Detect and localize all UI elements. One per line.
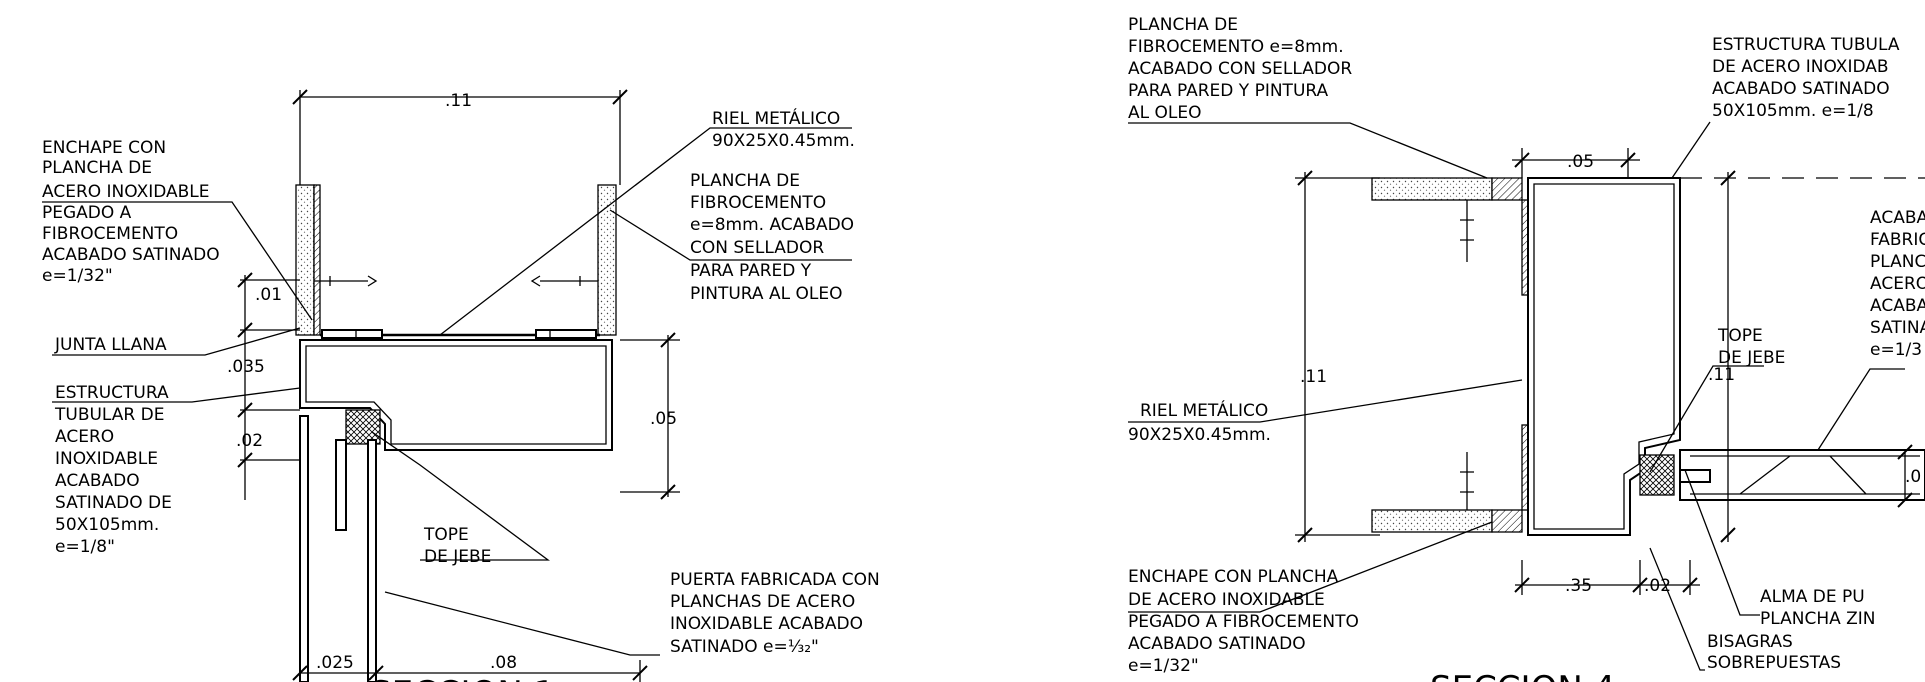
left-wall-veneer	[313, 184, 321, 336]
dim-right-ticks	[660, 332, 676, 500]
dim-025-value: .025	[316, 653, 354, 673]
label-riel: RIEL METÁLICO 90X25X0.45mm.	[712, 107, 855, 151]
dim-s4-right-value: .11	[1708, 365, 1735, 385]
label-s4-acabado: ACABAD FABRIC PLANCI ACERO ACABAI SATINA…	[1870, 208, 1925, 360]
label-s4-plancha: PLANCHA DE FIBROCEMENTO e=8mm. ACABADO C…	[1128, 15, 1358, 123]
top-wall-board	[1371, 177, 1493, 201]
rail-flange-left	[321, 329, 383, 339]
label-junta: JUNTA LLANA	[54, 335, 167, 355]
top-screw-icon	[1460, 200, 1474, 262]
leader-s4-alma	[1684, 469, 1760, 616]
label-s4-enchape: ENCHAPE CON PLANCHA DE ACERO INOXIDABLE …	[1128, 567, 1364, 676]
right-screw-icon	[530, 275, 598, 287]
door-stiffener	[335, 439, 347, 531]
leader-s4-tope	[1649, 365, 1764, 473]
label-estructura: ESTRUCTURA TUBULAR DE ACERO INOXIDABLE A…	[54, 383, 177, 557]
dim-s4-bottom-line	[1515, 560, 1700, 595]
dim-01-value: .01	[255, 285, 282, 305]
label-tope: TOPE DE JEBE	[423, 525, 491, 567]
leader-junta	[52, 327, 301, 356]
label-s4-alma: ALMA DE PU PLANCHA ZIN	[1760, 587, 1876, 629]
section-4-detail: PLANCHA DE FIBROCEMENTO e=8mm. ACABADO C…	[1128, 15, 1925, 682]
section-1-title: SECCION 1	[370, 674, 555, 682]
dim-s4-05-line	[1512, 148, 1640, 178]
bottom-wall-veneer	[1491, 509, 1523, 533]
left-wall-board	[295, 184, 315, 336]
dim-s4-05-ticks	[1514, 152, 1636, 168]
rail-flange-right	[535, 329, 597, 339]
dim-05-value: .05	[650, 409, 677, 429]
leader-s4-bisagras	[1649, 547, 1705, 671]
label-s4-bisagras: BISAGRAS SOBREPUESTAS	[1707, 632, 1841, 673]
dim-left-line	[240, 275, 300, 500]
right-wall-board	[597, 184, 617, 336]
section-4-title: SECCION 4	[1430, 669, 1615, 682]
dim-s4-partial-ticks	[1897, 444, 1913, 508]
leader-tope	[371, 431, 550, 561]
section-1-detail: ENCHAPE CON PLANCHA DE ACERO INOXIDABLE …	[42, 89, 885, 682]
label-s4-estructura: ESTRUCTURA TUBULA DE ACERO INOXIDAB ACAB…	[1712, 35, 1905, 121]
leader-s4-plancha	[1128, 122, 1488, 179]
dim-top-line	[299, 90, 621, 185]
bottom-screw-icon	[1460, 452, 1474, 510]
rubber-stop	[345, 409, 381, 445]
label-s4-riel: RIEL METÁLICO 90X25X0.45mm.	[1128, 399, 1274, 445]
leader-s4-acabado	[1817, 368, 1905, 451]
dim-bottom-line	[299, 660, 641, 682]
dim-left-ticks	[237, 272, 253, 468]
tubular-structure-inner	[305, 345, 607, 445]
dim-02-value: .02	[236, 431, 263, 451]
leader-s4-enchape	[1128, 521, 1493, 613]
dim-s4-right-ticks	[1720, 170, 1736, 543]
label-s4-tope: TOPE DE JEBE	[1717, 326, 1785, 368]
rubber-stop-s4	[1639, 454, 1675, 496]
label-enchape: ENCHAPE CON PLANCHA DE ACERO INOXIDABLE …	[42, 138, 225, 286]
dim-s4-left-value: .11	[1300, 367, 1327, 387]
dim-s4-left-line	[1295, 172, 1380, 542]
dim-top-value: .11	[445, 91, 472, 111]
leader-estructura	[52, 387, 301, 403]
top-wall-veneer	[1491, 177, 1523, 201]
label-plancha: PLANCHA DE FIBROCEMENTO e=8mm. ACABADO C…	[690, 171, 859, 304]
tubular-structure-s4-inner	[1533, 183, 1675, 530]
leader-plancha	[609, 209, 852, 261]
dim-top-ticks	[292, 89, 628, 105]
dim-s4-02-value: .02	[1644, 576, 1671, 596]
hinge-plate	[1679, 469, 1711, 483]
left-screw-icon	[314, 275, 378, 287]
leader-riel	[439, 127, 852, 336]
dim-s4-05-value: .05	[1567, 152, 1594, 172]
dim-035-value: .035	[227, 357, 265, 377]
dim-s4-partial-value: .0	[1905, 467, 1921, 487]
leader-s4-estructura	[1671, 121, 1711, 179]
door-panel-inner	[367, 439, 377, 682]
door-leaf-s4	[1679, 449, 1925, 501]
dim-right-line	[620, 335, 680, 497]
leader-s4-riel	[1128, 379, 1523, 423]
label-puerta: PUERTA FABRICADA CON PLANCHAS DE ACERO I…	[670, 570, 885, 657]
leader-enchape	[42, 201, 313, 321]
dim-08-value: .08	[490, 653, 517, 673]
dim-s4-35-value: .35	[1565, 576, 1592, 596]
dim-s4-bottom-ticks	[1514, 577, 1698, 593]
dim-bottom-ticks	[292, 665, 648, 681]
door-panel-outer	[299, 415, 309, 682]
tubular-structure	[299, 339, 613, 451]
dim-s4-left-ticks	[1297, 170, 1313, 543]
leader-puerta	[384, 591, 660, 656]
